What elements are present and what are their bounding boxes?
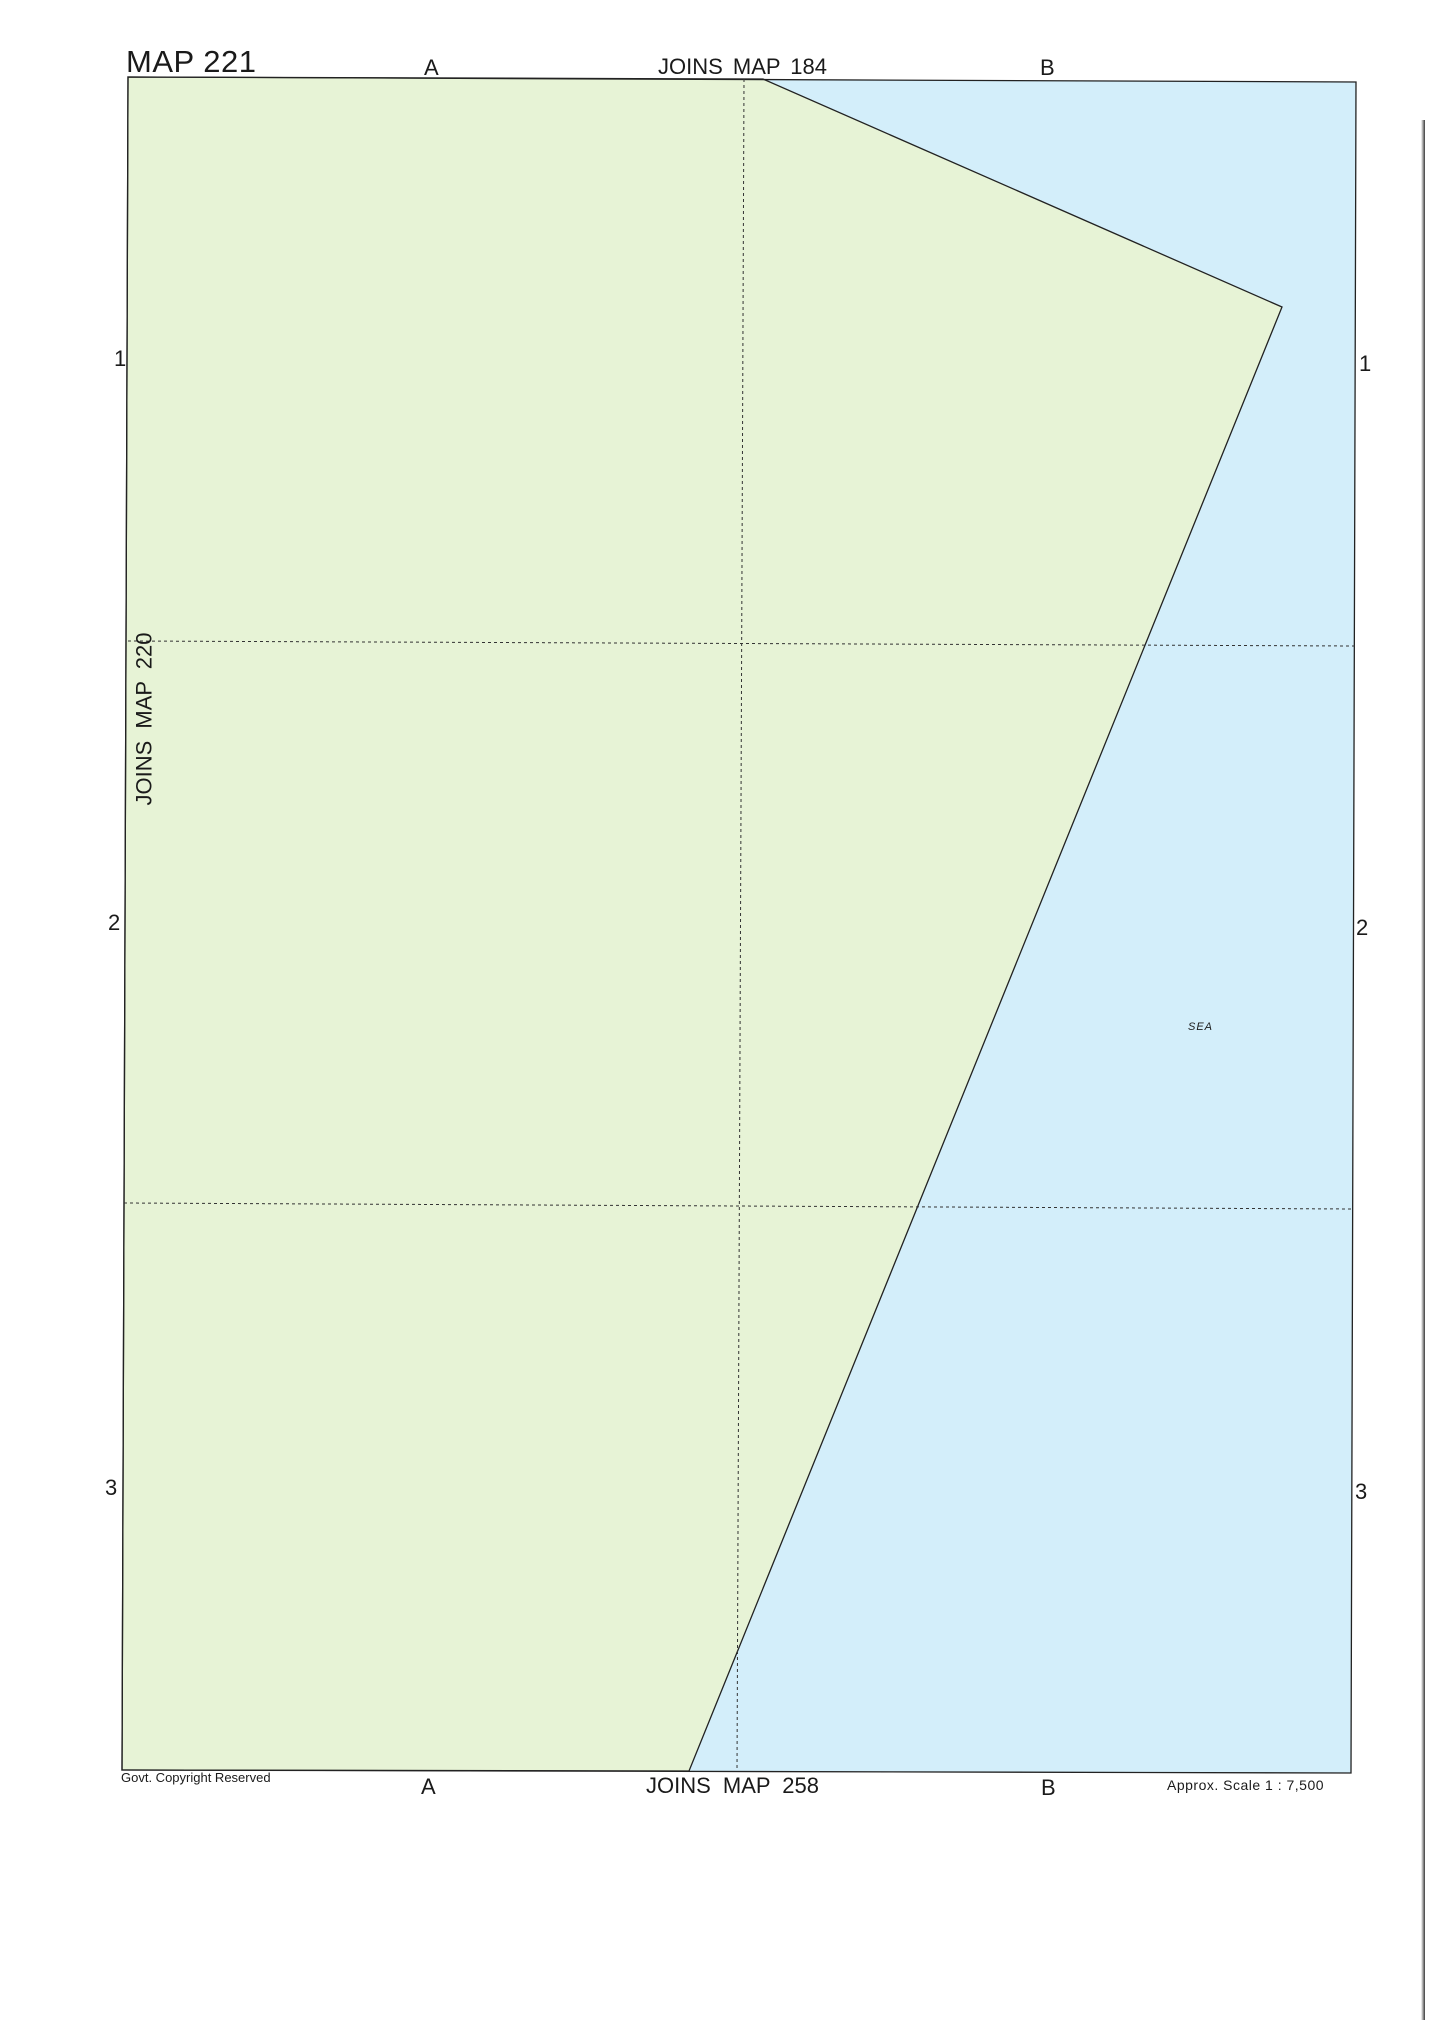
column-label-a-top: A (424, 55, 439, 80)
joins-map-left: JOINS MAP 220 (131, 632, 157, 806)
row-label-1-left: 1 (114, 346, 127, 371)
grid-lines (123, 78, 1356, 1772)
row-label-2-left: 2 (108, 910, 121, 935)
page-edge-shadow (1421, 120, 1425, 2020)
row-label-2-right: 2 (1356, 915, 1369, 940)
row-label-1-right: 1 (1359, 351, 1372, 376)
row-label-3-left: 3 (105, 1475, 118, 1500)
column-label-b-top: B (1040, 55, 1055, 80)
column-label-a-bottom: A (421, 1774, 436, 1799)
joins-map-bottom: JOINS MAP 258 (646, 1773, 819, 1798)
column-label-b-bottom: B (1041, 1775, 1056, 1800)
copyright-notice: Govt. Copyright Reserved (121, 1770, 271, 1785)
sea-label: SEA (1188, 1021, 1214, 1033)
joins-map-top: JOINS MAP 184 (658, 54, 827, 79)
row-label-3-right: 3 (1355, 1479, 1368, 1504)
grid-line-vertical (736, 78, 745, 1772)
scale-text: Approx. Scale 1 : 7,500 (1167, 1777, 1325, 1793)
map-title: MAP 221 (126, 44, 257, 79)
map-frame (121, 76, 1357, 1774)
grid-line-horizontal-2 (123, 1202, 1353, 1210)
grid-line-horizontal-1 (127, 640, 1356, 647)
